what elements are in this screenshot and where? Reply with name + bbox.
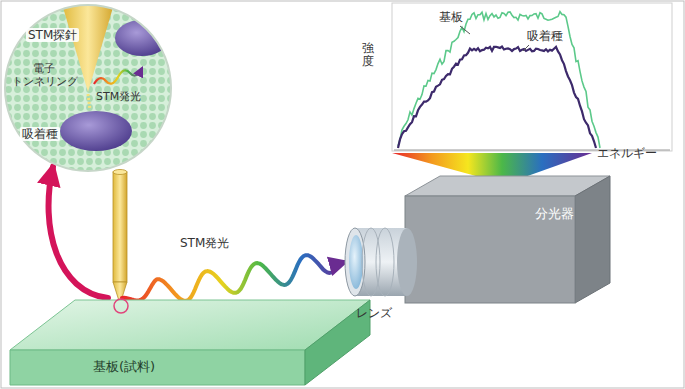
tunneling-label: 電子 トンネリング (12, 62, 76, 88)
substrate-slab-shape (8, 298, 372, 387)
illustration-part (60, 4, 169, 151)
spectrometer-box-shape (345, 168, 613, 328)
leader-line (460, 26, 470, 34)
adsorbate-spectrum (398, 47, 596, 148)
edge-label: STM発光 (178, 236, 231, 250)
magnifier-outline (5, 5, 171, 171)
spectrometer-front (405, 196, 575, 303)
connector (122, 255, 345, 301)
tip-spot (114, 299, 128, 313)
part-label: レンズ (356, 306, 392, 320)
curve-label: 吸着種 (525, 29, 565, 43)
graph-frame (392, 3, 672, 151)
axis-label: 強度 (362, 42, 374, 68)
spectrometer-box: 分光器 (345, 168, 613, 328)
light-wave (94, 68, 142, 84)
substrate-spectrum (398, 12, 600, 148)
stm-tip (113, 172, 127, 282)
spectrometer-label: 分光器 (535, 206, 574, 222)
stm-tip-top (113, 170, 127, 175)
curve-label: 基板 (437, 10, 465, 24)
substrate-front (10, 350, 305, 385)
magnifier-circle: STM探針電子 トンネリング STM発光吸着種 (4, 4, 172, 172)
substrate-label: 基板(試料) (93, 359, 155, 375)
connector (49, 167, 108, 298)
spectrometer-side (575, 176, 610, 303)
lens-ring (362, 228, 380, 296)
axis-label: エネルギー (597, 146, 657, 160)
lens-glass (349, 235, 363, 289)
leader-line (523, 45, 529, 51)
tip-label: STM探針 (26, 28, 79, 42)
magnified-surface (5, 5, 171, 171)
adsorbate-label: 吸着種 (20, 127, 60, 141)
adsorbate-molecule (60, 111, 132, 151)
tunneling-current (88, 94, 90, 110)
lens-ring (376, 228, 394, 296)
lens-back (397, 228, 417, 296)
emission-label: STM発光 (96, 90, 141, 103)
substrate-slab: 基板(試料) (8, 298, 372, 387)
